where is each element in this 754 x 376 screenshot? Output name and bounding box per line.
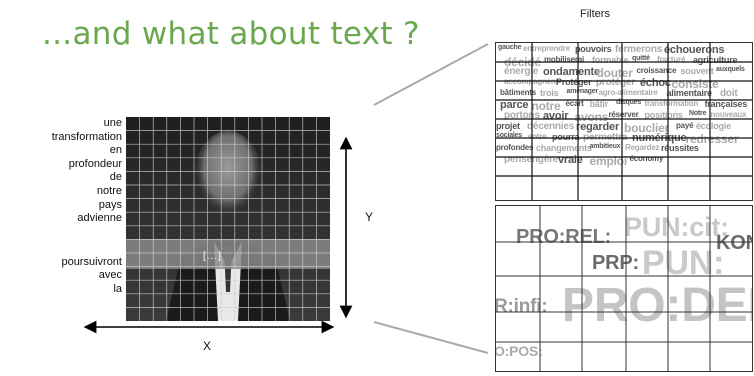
filter-word: redresser	[685, 132, 739, 146]
postag-word: PRO:DEM	[562, 279, 752, 332]
filter-word: écologie	[696, 121, 731, 131]
postag-word: PUN:cit:	[624, 212, 729, 242]
filter-word: ondamente	[543, 66, 600, 78]
postag-word: KON	[716, 232, 752, 254]
filter-word: ambitieux	[589, 143, 621, 150]
zoom-line-top	[373, 43, 489, 106]
filter-word: réussites	[661, 143, 699, 153]
filter-word: aménager	[566, 88, 599, 95]
filter-grid-lines	[496, 43, 752, 200]
word-label: profondeur	[68, 157, 122, 170]
filter-word: alimentaire	[666, 88, 713, 98]
filter-word: bouclier	[624, 121, 670, 135]
filter-word: écart	[565, 99, 584, 108]
filter-word: agro-alimentaire	[598, 88, 658, 97]
filter-panel-postags: PRO:REL: PUN:cit: KON PRP: PUN: R:infi: …	[495, 205, 753, 372]
filter-word: entre	[528, 132, 547, 141]
filter-grid-lines	[496, 206, 752, 371]
filter-word: bâtiments	[500, 88, 536, 97]
filter-word: décennies	[527, 121, 575, 132]
word-label: transformation	[51, 130, 122, 143]
filter-word: économy	[629, 154, 664, 163]
filter-word: protéger	[596, 77, 635, 88]
word-label: advienne	[77, 212, 122, 225]
filter-word: françaises	[704, 99, 748, 109]
filter-word: parce	[500, 99, 529, 111]
postag-word: O:POS:	[495, 343, 543, 359]
filter-word: trois	[540, 88, 559, 98]
word-label: en	[109, 144, 122, 157]
filter-word: énergie	[504, 66, 539, 77]
filter-word: positions	[644, 110, 683, 120]
filter-word: disques	[616, 99, 642, 106]
filters-heading: Filters	[580, 8, 610, 20]
filter-word: payé	[676, 121, 694, 130]
filter-word: profondes	[496, 143, 534, 152]
filter-word: fracturé	[657, 55, 686, 64]
filter-word: gauche	[498, 44, 522, 51]
word-label: notre	[96, 184, 122, 197]
postag-word: PRP:	[592, 252, 639, 274]
filter-word: bâtir	[589, 99, 609, 109]
filter-word: entreprendre	[523, 44, 570, 53]
filter-word: notre	[531, 99, 561, 113]
filter-word: auxquels	[716, 66, 745, 73]
filter-word: transformation	[644, 99, 699, 108]
word-label: la	[113, 282, 122, 295]
word-label: pays	[98, 198, 122, 211]
filter-word: portons	[504, 110, 540, 121]
filter-word: douter	[596, 66, 633, 80]
slide-title: ...and what about text ?	[42, 16, 420, 52]
filter-word: échoc	[640, 77, 671, 89]
filter-word: pouvoirs	[575, 44, 612, 54]
filter-word: fermerons	[615, 44, 663, 55]
zoom-line-bottom	[373, 321, 489, 354]
x-axis-label: X	[203, 339, 212, 353]
y-axis-label: Y	[365, 210, 374, 224]
filter-word: réserver	[608, 110, 639, 119]
embedding-matrix-image: [...]	[126, 117, 330, 321]
word-label: une	[103, 117, 122, 129]
input-sentence: une transformation en profondeur de notr…	[52, 117, 122, 297]
embedding-matrix-grid	[126, 117, 330, 321]
ellipsis-marker: [...]	[203, 251, 222, 262]
filter-word: Notre	[689, 110, 707, 117]
filter-word: Regardez	[625, 143, 660, 152]
filter-word: souvent	[680, 66, 714, 76]
filter-word: changements	[536, 143, 592, 153]
filter-word: pourra	[552, 132, 580, 142]
filter-word: nouveaux	[710, 110, 747, 119]
filter-word: mobiliserai	[544, 55, 585, 64]
filter-word: projet	[496, 121, 520, 131]
filter-word: quitté	[632, 55, 650, 62]
filter-word: regarder	[576, 121, 620, 133]
filter-word: Protéger	[556, 77, 592, 87]
filter-word: avons	[574, 110, 609, 124]
filter-word: doit	[720, 88, 738, 99]
filter-word: croissance	[636, 66, 677, 75]
filter-word: pensengère	[504, 154, 559, 165]
word-label: avec	[98, 269, 122, 282]
filter-word: formable	[592, 55, 629, 65]
word-label: de	[109, 171, 122, 184]
filter-word: sociales	[496, 132, 523, 139]
filter-word: agriculture	[693, 55, 738, 65]
word-label: poursuivront	[61, 255, 122, 268]
